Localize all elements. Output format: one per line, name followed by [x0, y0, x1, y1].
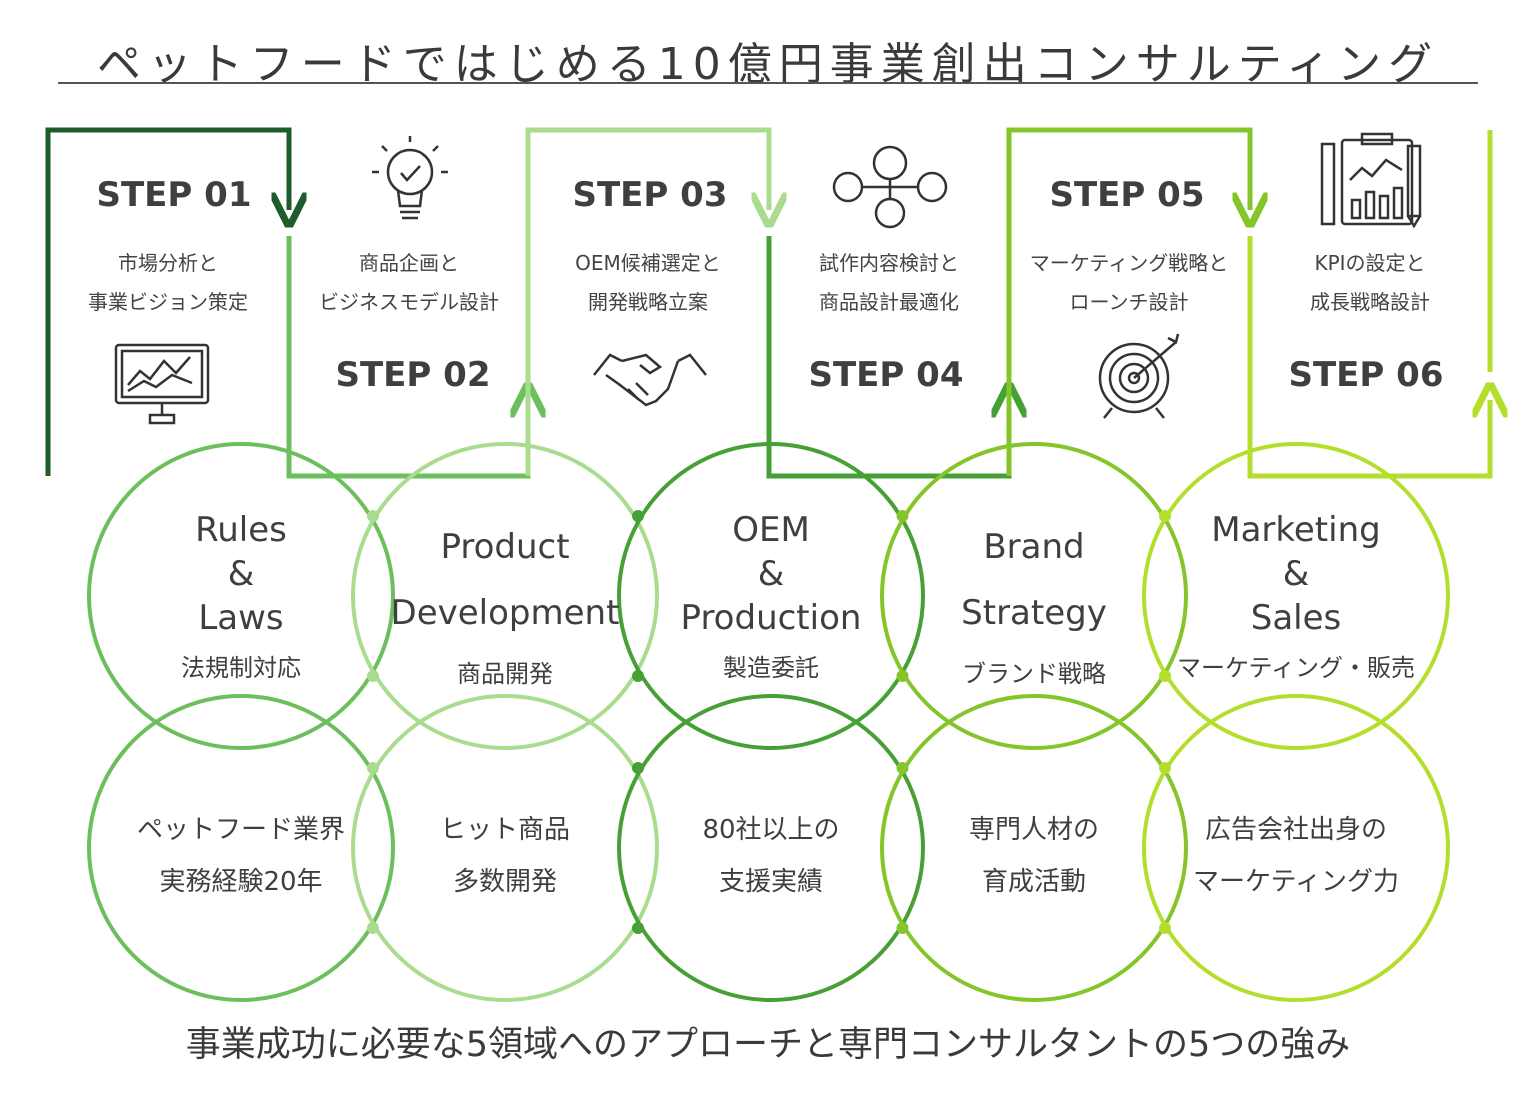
strength-2: ヒット商品多数開発 [375, 804, 635, 908]
step-description-line: 商品企画と [359, 251, 459, 275]
strength-5: 広告会社出身のマーケティング力 [1166, 804, 1426, 908]
domain-english-line: Marketing [1211, 510, 1381, 550]
strength-line: 80社以上の [702, 815, 840, 845]
step-description-6: KPIの設定と成長戦略設計 [1250, 244, 1490, 322]
domain-circle-5 [1142, 442, 1450, 750]
clipboard-chart-icon [1320, 132, 1422, 229]
step-description-line: 試作内容検討と [819, 251, 959, 275]
step-description-line: マーケティング戦略と [1029, 251, 1229, 275]
step-connector-6 [1247, 236, 1490, 479]
step-description-3: OEM候補選定と開発戦略立案 [528, 244, 768, 322]
footer-caption: 事業成功に必要な5領域へのアプローチと専門コンサルタントの5つの強み [185, 1025, 1351, 1065]
domain-japanese-name: マーケティング・販売 [1176, 654, 1416, 682]
domain-circle-1 [87, 442, 395, 750]
strength-line: 支援実績 [718, 867, 823, 897]
step-description-1: 市場分析と事業ビジョン策定 [48, 244, 288, 322]
strength-line: 専門人材の [968, 815, 1099, 845]
domain-japanese-name: 商品開発 [457, 660, 553, 688]
domain-circle-4 [880, 442, 1188, 750]
step-description-line: 市場分析と [118, 251, 218, 275]
domain-english-line: OEM [732, 510, 810, 550]
strength-circle-2 [351, 694, 659, 1002]
domain-circles [87, 442, 1450, 1002]
step-label-4: STEP 04 [808, 355, 964, 395]
domain-1: Rules&Laws 法規制対応 [111, 508, 371, 683]
step-description-line: ローンチ設計 [1069, 290, 1189, 314]
domain-5: Marketing&Sales マーケティング・販売 [1166, 508, 1426, 683]
handshake-icon [593, 353, 707, 407]
strength-3: 80社以上の支援実績 [641, 804, 901, 908]
strength-line: 育成活動 [981, 867, 1086, 897]
domain-japanese-name: 法規制対応 [181, 654, 301, 682]
strength-line: 多数開発 [452, 867, 557, 897]
domain-english-name: Marketing&Sales [1166, 508, 1426, 640]
domain-english-line: Strategy [961, 593, 1107, 633]
domain-english-line: & [1282, 554, 1310, 594]
monitor-chart-icon [114, 343, 210, 425]
domain-japanese-name: ブランド戦略 [962, 660, 1106, 688]
strength-4: 専門人材の育成活動 [904, 804, 1164, 908]
step-description-line: OEM候補選定と [575, 251, 721, 275]
step-description-line: 商品設計最適化 [819, 290, 959, 314]
step-description-line: KPIの設定と [1314, 251, 1426, 275]
domain-english-line: Product [440, 527, 570, 567]
strength-circle-5 [1142, 694, 1450, 1002]
step-description-line: 事業ビジョン策定 [88, 290, 248, 314]
domain-english-line: Brand [983, 527, 1085, 567]
step-label-5: STEP 05 [1049, 175, 1205, 215]
strength-line: ヒット商品 [439, 815, 570, 845]
domain-english-line: Sales [1250, 598, 1342, 638]
step-description-line: ビジネスモデル設計 [319, 290, 499, 314]
step-connector-3 [525, 127, 769, 476]
domain-3: OEM&Production 製造委託 [641, 508, 901, 683]
domain-english-line: Rules [195, 510, 287, 550]
strength-circle-1 [87, 694, 395, 1002]
network-nodes-icon [832, 145, 948, 229]
step-connector-1 [45, 127, 289, 476]
page-title: ペットフードではじめる10億円事業創出コンサルティング [96, 39, 1440, 90]
domain-english-line: Production [680, 598, 862, 638]
strength-line: マーケティング力 [1193, 867, 1399, 897]
step-description-5: マーケティング戦略とローンチ設計 [1009, 244, 1249, 322]
domain-english-name: Rules&Laws [111, 508, 371, 640]
step-label-2: STEP 02 [335, 355, 491, 395]
domain-english-line: & [227, 554, 255, 594]
strength-line: 実務経験20年 [159, 867, 323, 897]
target-icon [1098, 333, 1180, 419]
step-connector-5 [1006, 127, 1250, 476]
step-label-6: STEP 06 [1288, 355, 1444, 395]
strength-line: 広告会社出身の [1204, 815, 1387, 845]
domain-english-line: & [757, 554, 785, 594]
lightbulb-icon [372, 136, 448, 220]
step-description-2: 商品企画とビジネスモデル設計 [289, 244, 529, 322]
step-description-line: 成長戦略設計 [1310, 290, 1430, 314]
domain-english-line: Development [390, 593, 620, 633]
step-label-1: STEP 01 [96, 175, 252, 215]
strength-circle-3 [617, 694, 925, 1002]
domain-japanese-name: 製造委託 [723, 654, 819, 682]
strength-circle-4 [880, 694, 1188, 1002]
domain-english-line: Laws [198, 598, 284, 638]
strength-line: ペットフード業界 [136, 815, 345, 845]
domain-circle-3 [617, 442, 925, 750]
step-description-4: 試作内容検討と商品設計最適化 [769, 244, 1009, 322]
strength-1: ペットフード業界実務経験20年 [111, 804, 371, 908]
domain-circle-2 [351, 442, 659, 750]
step-label-3: STEP 03 [572, 175, 728, 215]
step-description-line: 開発戦略立案 [588, 290, 708, 314]
domain-english-name: OEM&Production [641, 508, 901, 640]
